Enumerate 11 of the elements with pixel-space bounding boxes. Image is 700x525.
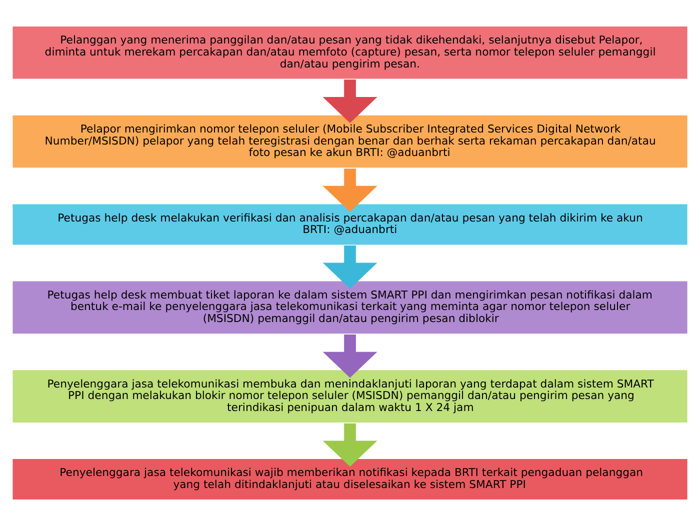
arrow	[322, 79, 378, 122]
arrow	[322, 168, 378, 212]
arrow	[322, 334, 378, 378]
arrow	[322, 422, 378, 466]
arrow	[322, 245, 378, 288]
node-box: Penyelenggara jasa telekomunikasi wajib memberikan notifikasi kepada BRTI terkait pengaduan pelanggan yang telah ditindaklanjuti atau diselesaikan ke sistem SMART PPI	[12, 458, 688, 500]
node-box: Pelapor mengirimkan nomor telepon seluler (Mobile Subscriber Integrated Services Digital Network Number/MSISDN) pelapor yang telah teregistrasi dengan benar dan berhak serta rekaman percakapan dan/atau foto pesan ke akun BRTI: @aduanbrti	[12, 114, 688, 168]
node-box: Petugas help desk melakukan verifikasi dan analisis percakapan dan/atau pesan yang telah dikirim ke akun BRTI: @aduanbrti	[12, 202, 688, 246]
node-box: Pelanggan yang menerima panggilan dan/atau pesan yang tidak dikehendaki, selanjutnya disebut Pelapor, diminta untuk merekam percakapan dan/atau memfoto (capture) pesan, serta nomor telepon seluler pemanggil dan/atau pengirim pesan.	[12, 24, 688, 80]
node-box: Petugas help desk membuat tiket laporan ke dalam sistem SMART PPI dan mengirimkan pesan notifikasi dalam bentuk e-mail ke penyelenggara jasa telekomunikasi terkait yang meminta agar nomor telepon seluler (MSISDN) pemanggil dan/atau pengirim pesan diblokir	[12, 280, 688, 334]
node-box: Penyelenggara jasa telekomunikasi membuka dan menindaklanjuti laporan yang terdapat dalam sistem SMART PPI dengan melakukan blokir nomor telepon seluler (MSISDN) pemanggil dan/atau pengirim pesan yang terindikasi penipuan dalam waktu 1 X 24 jam	[12, 368, 688, 423]
